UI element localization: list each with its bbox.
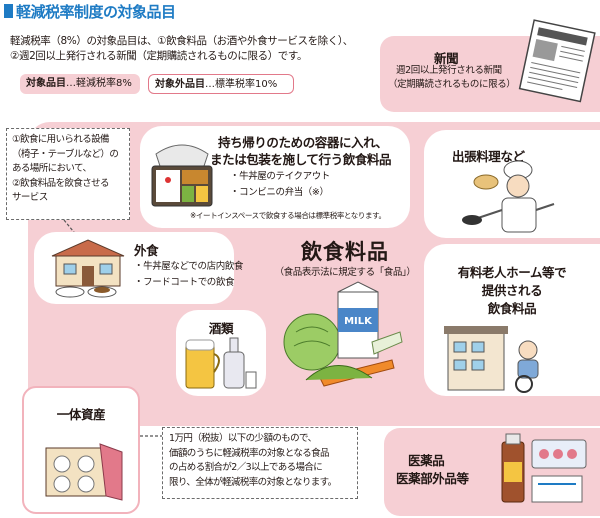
nursing-line-3: 飲食料品: [487, 301, 537, 316]
dining-note-line-5: サービス: [12, 192, 48, 203]
page-title: 軽減税率制度の対象品目: [16, 3, 176, 21]
nontarget-tag: 対象外品目…標準税率10%: [148, 74, 294, 94]
intro-line-1: 軽減税率（8%）の対象品目は、①飲食料品（お酒や外食サービスを除く）、: [10, 35, 353, 47]
bento-icon: [151, 144, 213, 207]
target-tag-rate: …軽減税率8%: [66, 78, 132, 89]
dining-note-line-2: （椅子・テーブルなど）の: [12, 148, 119, 160]
alcohol-icon: [185, 337, 257, 389]
catering-title: 出張料理など: [452, 149, 525, 164]
dining-note-line-1: ①飲食に用いられる設備: [12, 134, 110, 145]
takeout-footnote: ※イートインスペースで飲食する場合は標準税率となります。: [190, 211, 386, 220]
bundle-note-connector: [140, 435, 162, 437]
newspaper-line-1: 週2回以上発行される新聞: [396, 65, 502, 76]
dining-note-line-3: ある場所において、: [12, 163, 92, 174]
takeout-item-2: ・コンビニの弁当（※）: [230, 187, 329, 198]
bundle-note-line-4: 限り、全体が軽減税率の対象となります。: [169, 476, 337, 488]
takeout-title-1: 持ち帰りのための容器に入れ、: [218, 135, 388, 150]
gift-box-icon: [45, 443, 123, 501]
dining-out-title: 外食: [134, 243, 159, 258]
dining-service-note: ①飲食に用いられる設備 （椅子・テーブルなど）の ある場所において、 ②飲食料品…: [6, 128, 130, 220]
takeout-item-1: ・牛丼屋のテイクアウト: [230, 171, 330, 182]
takeout-title-2: または包装を施して行う飲食料品: [210, 152, 392, 167]
bundle-note-line-1: 1万円（税抜）以下の少額のもので、: [169, 433, 317, 444]
food-subtitle: （食品表示法に規定する「食品」）: [274, 267, 416, 278]
restaurant-icon: [51, 239, 125, 298]
intro-line-2: ②週2回以上発行される新聞（定期購読されるものに限る）です。: [10, 50, 308, 62]
milk-label: MILK: [344, 316, 373, 327]
nursing-line-1: 有料老人ホーム等で: [457, 265, 567, 280]
dining-out-item-2: ・フードコートでの飲食: [134, 277, 235, 288]
alcohol-title: 酒類: [208, 321, 234, 336]
newspaper-line-2: （定期購読されるものに限る）: [388, 79, 516, 90]
bundle-note-line-2: 価額のうちに軽減税率の対象となる食品: [169, 447, 330, 459]
newspaper-icon: [518, 19, 596, 103]
medicine-icon: [501, 433, 587, 503]
groceries-icon: MILK: [283, 281, 403, 387]
title-marker: [4, 4, 13, 18]
bundle-note: 1万円（税抜）以下の少額のもので、 価額のうちに軽減税率の対象となる食品 の占め…: [162, 427, 358, 499]
bundle-note-line-3: の占める割合が2／3以上である場合に: [169, 462, 323, 473]
food-title: 飲食料品: [301, 240, 389, 264]
dining-note-line-4: ②飲食料品を飲食させる: [12, 177, 110, 189]
newspaper-title: 新聞: [434, 51, 459, 66]
nontarget-tag-label: 対象外品目: [155, 79, 205, 90]
pharma-line-2: 医薬部外品等: [396, 471, 469, 486]
food-area-bottom: [100, 396, 600, 426]
target-tag: 対象品目…軽減税率8%: [20, 74, 140, 94]
pharma-line-1: 医薬品: [408, 453, 445, 468]
nontarget-tag-rate: …標準税率10%: [205, 79, 278, 90]
target-tag-label: 対象品目: [26, 78, 66, 89]
nursing-line-2: 提供される: [481, 283, 543, 298]
dining-out-item-1: ・牛丼屋などでの店内飲食: [134, 261, 244, 272]
nursing-home-icon: [444, 326, 539, 393]
bundle-title: 一体資産: [56, 407, 106, 422]
chef-icon: [462, 160, 555, 233]
